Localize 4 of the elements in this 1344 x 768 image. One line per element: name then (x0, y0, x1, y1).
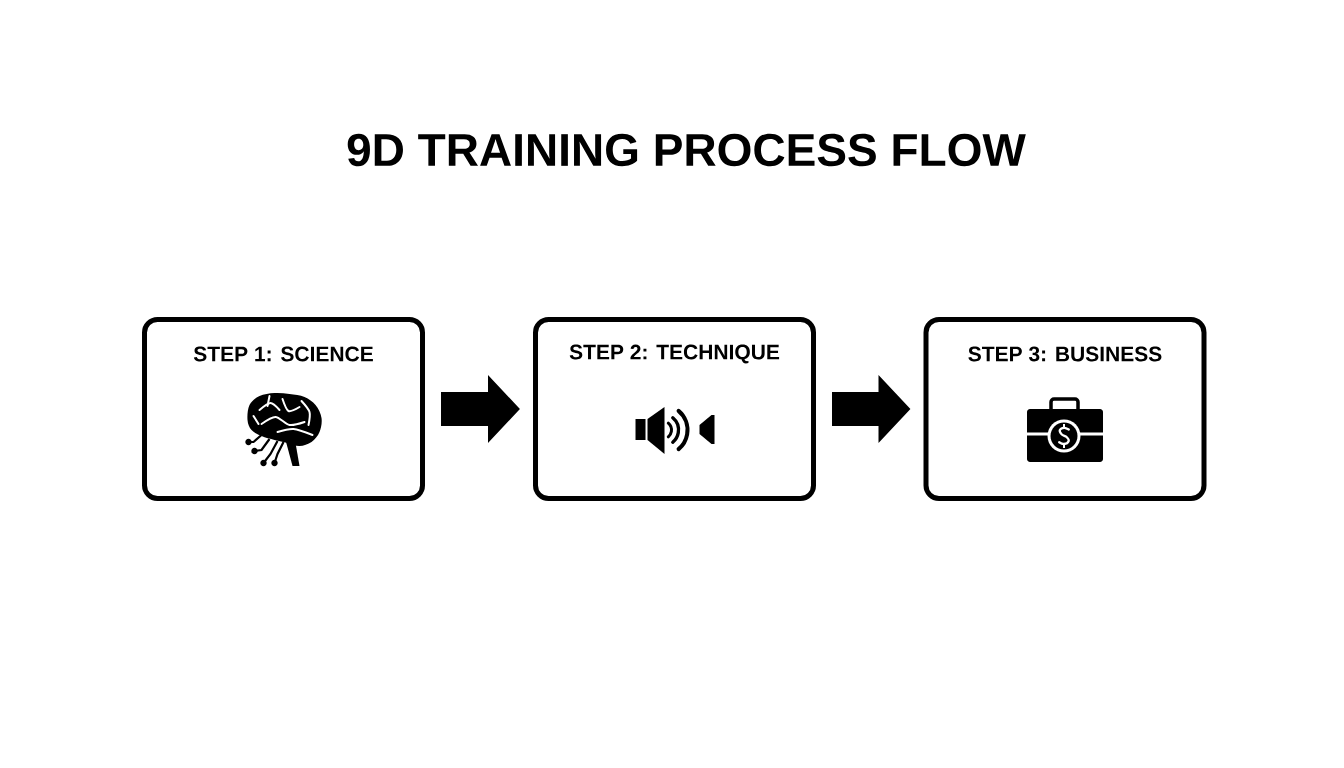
title: 9D TRAINING PROCESS FLOW (347, 133, 1026, 167)
process-box: STEP 3: BUSINESS (923, 317, 1207, 501)
process-box: STEP 2: TECHNIQUE (533, 317, 816, 501)
process-box: STEP 1: SCIENCE (142, 317, 425, 501)
